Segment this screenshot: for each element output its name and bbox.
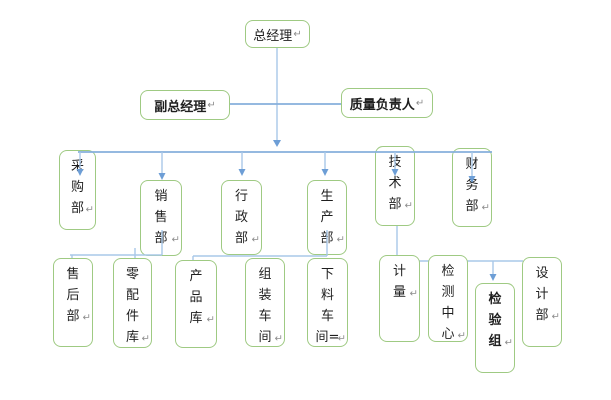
node-label: 验 [488, 313, 502, 328]
return-mark-icon: ↵ [251, 234, 260, 246]
node-general-manager[interactable]: 总经理↵ [245, 20, 310, 48]
node-label: 中 [441, 306, 455, 321]
node-deputy-general-manager[interactable]: 副总经理↵ [140, 90, 230, 120]
arrowhead-sales-icon [158, 173, 166, 180]
node-sales-dept[interactable]: 销售部↵ [140, 180, 182, 256]
node-label: 部↵ [376, 194, 414, 215]
node-label: 后 [66, 288, 80, 303]
node-label: 产 [320, 210, 334, 225]
return-mark-icon: ↵ [551, 311, 560, 323]
node-technology-dept[interactable]: 技术部↵ [375, 146, 415, 226]
node-label: 部↵ [453, 196, 491, 217]
node-label: 装 [258, 288, 272, 303]
node-assembly-workshop[interactable]: 组装车间↵ [245, 258, 285, 347]
return-mark-icon: ↵ [206, 314, 215, 326]
return-mark-icon: ↵ [336, 234, 345, 246]
node-quality-director[interactable]: 质量负责人↵ [341, 88, 433, 118]
return-mark-icon: ↵ [85, 204, 94, 216]
node-label: 质量负责人↵ [349, 97, 425, 113]
node-label: 车 [258, 309, 272, 324]
return-mark-icon: ↵ [457, 330, 466, 342]
arrowhead-production-icon [321, 169, 329, 176]
node-label: 生 [320, 189, 334, 204]
node-testing-center[interactable]: 检测中心↵ [428, 255, 468, 342]
arrowhead-inspection-team-icon [489, 274, 497, 281]
node-label: 财 [465, 157, 479, 172]
node-label: 心↵ [429, 324, 467, 345]
node-label: 量↵ [380, 282, 419, 303]
node-label: 副总经理↵ [154, 99, 216, 115]
node-metrology-group[interactable]: 计量↵ [379, 255, 420, 342]
node-label: 组 [258, 267, 272, 282]
arrowhead-trunk-icon [273, 140, 281, 147]
node-design-dept[interactable]: 设计部↵ [522, 257, 562, 347]
node-label: 术 [388, 176, 402, 191]
node-production-dept[interactable]: 生产部↵ [307, 180, 347, 255]
node-label: 务 [465, 178, 479, 193]
node-label: 部↵ [60, 198, 95, 219]
node-label: 料 [320, 288, 334, 303]
node-label: 政 [234, 210, 248, 225]
node-label: 零 [125, 267, 139, 282]
node-product-warehouse[interactable]: 产品库↵ [175, 260, 217, 348]
node-label: 测 [441, 285, 455, 300]
arrowhead-admin-icon [238, 169, 246, 176]
node-label: 下 [320, 267, 334, 282]
node-label: 间=↵ [308, 327, 347, 348]
node-label: 设 [535, 266, 549, 281]
node-label: 计 [392, 264, 406, 279]
node-label: 部↵ [308, 228, 346, 249]
node-label: 配 [125, 288, 139, 303]
return-mark-icon: ↵ [481, 202, 490, 214]
node-label: 部↵ [54, 306, 92, 327]
node-label: 售 [66, 267, 80, 282]
node-label: 库↵ [176, 308, 216, 329]
node-label: 组↵ [476, 331, 514, 352]
node-label: 购 [70, 180, 84, 195]
node-label: 技 [388, 155, 402, 170]
return-mark-icon: ↵ [171, 234, 180, 246]
return-mark-icon: ↵ [415, 97, 425, 109]
return-mark-icon: ↵ [274, 333, 283, 345]
node-inspection-team[interactable]: 检验组↵ [475, 283, 515, 373]
return-mark-icon: ↵ [141, 333, 150, 345]
node-label: 部↵ [222, 228, 261, 249]
node-label: 部↵ [141, 228, 181, 249]
node-purchasing-dept[interactable]: 采购部↵ [59, 150, 96, 230]
node-finance-dept[interactable]: 财务部↵ [452, 148, 492, 227]
node-label: 检 [441, 264, 455, 279]
node-label: 库↵ [114, 327, 151, 348]
node-after-sales-dept[interactable]: 售后部↵ [53, 258, 93, 347]
node-label: 车 [320, 309, 334, 324]
node-label: 检 [488, 292, 502, 307]
return-mark-icon: ↵ [82, 312, 91, 324]
return-mark-icon: ↵ [409, 288, 418, 300]
node-label: 间↵ [246, 327, 284, 348]
node-label: 行 [234, 189, 248, 204]
return-mark-icon: ↵ [207, 99, 216, 111]
node-cutting-workshop[interactable]: 下料车间=↵ [307, 258, 348, 347]
node-label: 总经理↵ [253, 28, 302, 44]
node-label: 采 [70, 159, 84, 174]
node-label: 售 [154, 210, 168, 225]
node-spare-parts-warehouse[interactable]: 零配件库↵ [113, 258, 152, 348]
node-label: 件 [125, 309, 139, 324]
node-label: 部↵ [523, 305, 561, 326]
node-label: 计 [535, 287, 549, 302]
return-mark-icon: ↵ [293, 28, 302, 40]
return-mark-icon: ↵ [337, 333, 346, 345]
node-label: 品 [189, 290, 203, 305]
node-admin-dept[interactable]: 行政部↵ [221, 180, 262, 255]
return-mark-icon: ↵ [504, 337, 513, 349]
node-label: 销 [154, 189, 168, 204]
return-mark-icon: ↵ [404, 200, 413, 212]
node-label: 产 [189, 269, 203, 284]
